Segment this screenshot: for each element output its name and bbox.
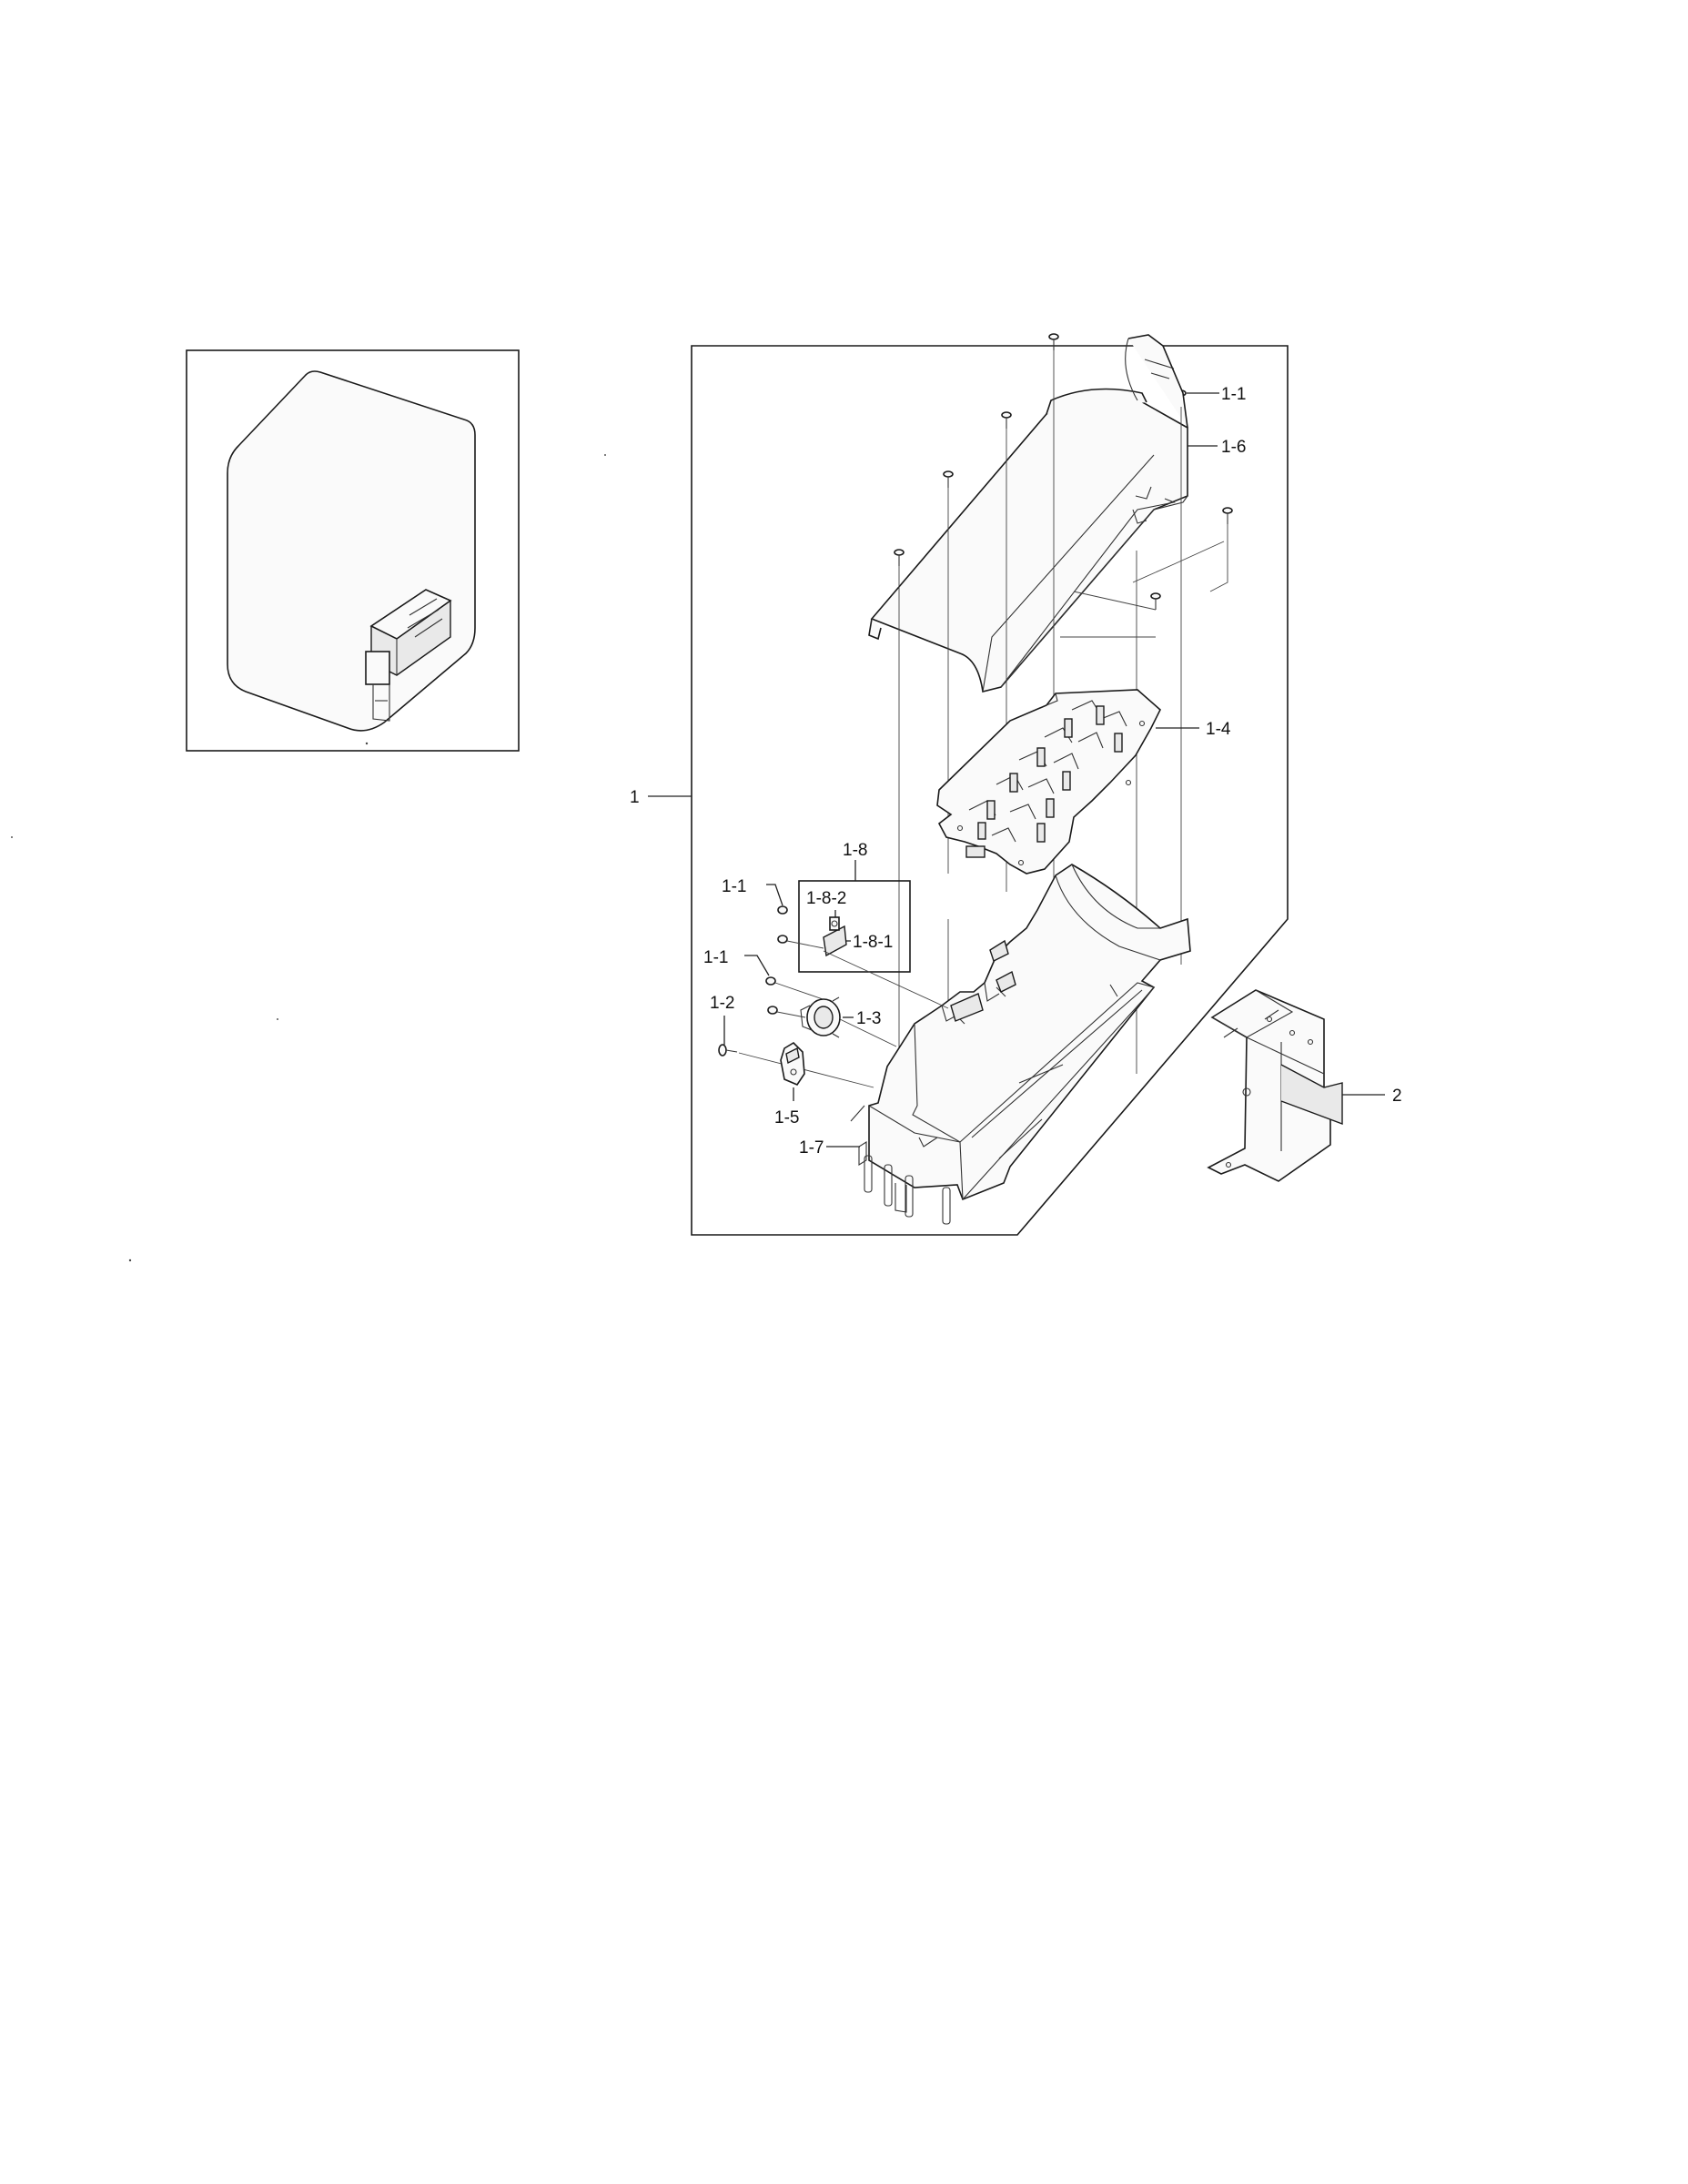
bracket-group: 1-2 1-5 <box>710 994 874 1127</box>
screw-icon <box>1048 333 1059 350</box>
bracket-icon <box>780 1041 805 1086</box>
screw-icon <box>765 976 776 986</box>
thermal-fuse-group: 1-8 1-8-2 1-8-1 1-1 <box>722 841 949 1009</box>
dryer-cabinet-outline <box>227 370 476 732</box>
screw-icon <box>943 470 954 488</box>
callout-1-2: 1-2 <box>710 994 734 1013</box>
heater-coil-plate: 1-4 <box>936 689 1231 875</box>
leader-1-1-a <box>766 884 783 906</box>
duct-cover <box>868 334 1188 693</box>
inset-frame <box>186 349 520 752</box>
fuse-group-box <box>798 880 911 973</box>
screw-icon <box>767 1006 778 1015</box>
assembly-boundary <box>691 345 1289 1236</box>
thermostat-icon <box>800 996 841 1038</box>
callout-screw-left-b: 1-1 <box>703 948 728 967</box>
heater-housing: 1-7 <box>799 864 1191 1225</box>
screw-icon <box>777 935 788 944</box>
callout-screw-top: 1-1 <box>1221 385 1246 404</box>
screw-icon <box>1001 411 1012 429</box>
screw-icon <box>718 1044 738 1057</box>
assembly-frame: 1 <box>630 345 1289 1236</box>
locator-inset <box>128 349 520 1262</box>
screw-icon <box>1222 507 1233 524</box>
callout-1-8-2: 1-8-2 <box>806 889 846 908</box>
callout-screw-left-a: 1-1 <box>722 877 746 896</box>
terminal-icons <box>965 705 1123 858</box>
inset-heater-assembly <box>365 589 452 722</box>
callout-1-7: 1-7 <box>799 1138 824 1158</box>
callout-1-8-1: 1-8-1 <box>853 933 893 952</box>
callout-2: 2 <box>1392 1087 1402 1106</box>
leader-1-1-b <box>744 955 770 976</box>
screw-icon <box>894 549 905 566</box>
callout-1-5: 1-5 <box>774 1108 799 1127</box>
screw-icon <box>1150 592 1161 610</box>
callout-assembly: 1 <box>630 788 640 807</box>
thermal-fuse-icon <box>823 916 847 957</box>
callout-1-8: 1-8 <box>843 841 867 860</box>
callout-1-4: 1-4 <box>1206 720 1231 739</box>
callout-1-3: 1-3 <box>856 1009 881 1028</box>
thermostat-group: 1-1 1-3 <box>703 948 897 1047</box>
top-callouts: 1-1 1-6 <box>1187 385 1246 457</box>
mounting-bracket: 2 <box>1207 989 1402 1182</box>
screw-icon <box>777 905 788 915</box>
callout-1-6: 1-6 <box>1221 438 1246 457</box>
